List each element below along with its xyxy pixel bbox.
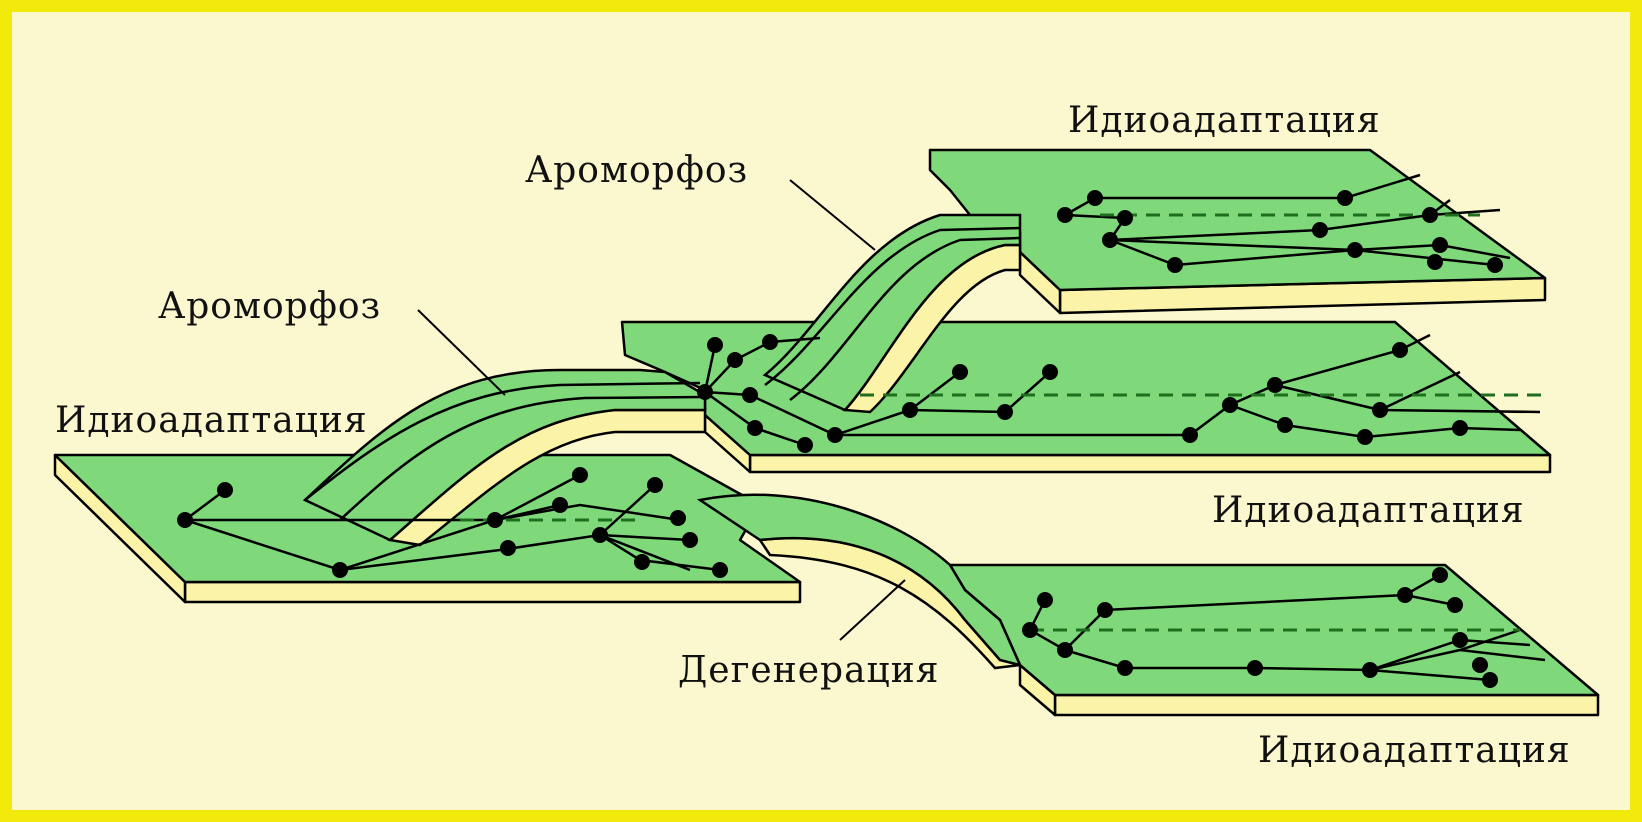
label-aromorphoz-upper: Ароморфоз xyxy=(525,150,748,191)
leader-aromorphoz-upper xyxy=(790,180,875,250)
leader-aromorphoz-lower xyxy=(418,310,505,395)
label-idioadaptation-top: Идиоадаптация xyxy=(1068,100,1381,141)
label-idioadaptation-bottom: Идиоадаптация xyxy=(1258,730,1571,771)
label-aromorphoz-lower: Ароморфоз xyxy=(158,286,381,327)
leader-degeneration xyxy=(840,580,905,640)
label-idioadaptation-middle: Идиоадаптация xyxy=(1212,490,1525,531)
label-degeneration: Дегенерация xyxy=(678,650,939,691)
label-idioadaptation-left: Идиоадаптация xyxy=(55,400,368,441)
plane-top xyxy=(930,150,1545,313)
